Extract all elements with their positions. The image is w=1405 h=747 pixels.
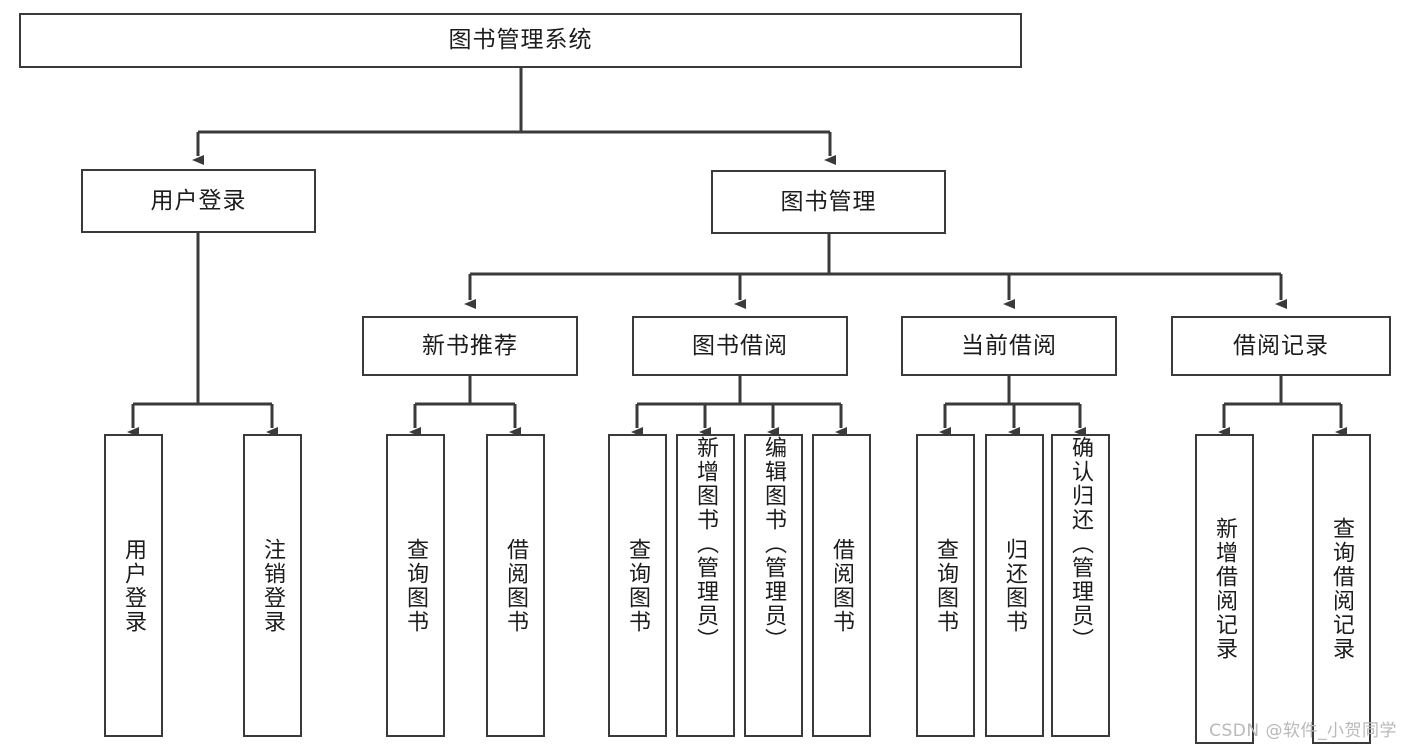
node-label: 确认归还（管理员） [1068,436,1094,652]
node-leaf-add-book[interactable]: 新增图书（管理员） [676,434,735,737]
node-label: 新增图书（管理员） [693,436,719,652]
node-label: 查询图书 [933,537,959,634]
node-leaf-user-login[interactable]: 用户登录 [104,434,163,737]
node-book-management-system[interactable]: 图书管理系统 [19,13,1022,68]
node-leaf-query-book-3[interactable]: 查询图书 [916,434,975,737]
node-user-login[interactable]: 用户登录 [81,169,316,233]
node-label: 图书管理 [780,188,877,215]
node-label: 注销登录 [260,537,286,634]
node-label: 新书推荐 [422,332,518,359]
node-label: 新增借阅记录 [1212,517,1238,661]
node-label: 借阅记录 [1233,332,1329,359]
node-borrow-record[interactable]: 借阅记录 [1171,316,1391,376]
node-label: 用户登录 [150,187,247,214]
csdn-watermark: CSDN @软件_小贺同学 [1209,721,1397,741]
node-leaf-add-borrow-record[interactable]: 新增借阅记录 [1195,434,1254,744]
node-label: 用户登录 [121,537,147,634]
node-label: 当前借阅 [961,332,1057,359]
node-current-borrow[interactable]: 当前借阅 [901,316,1117,376]
node-leaf-borrow-book-1[interactable]: 借阅图书 [486,434,545,737]
node-label: 编辑图书（管理员） [761,436,787,652]
node-label: 归还图书 [1002,537,1028,634]
node-label: 借阅图书 [829,537,855,634]
node-leaf-edit-book[interactable]: 编辑图书（管理员） [744,434,803,737]
node-label: 查询借阅记录 [1329,517,1355,661]
node-leaf-confirm-return[interactable]: 确认归还（管理员） [1051,434,1110,737]
node-leaf-query-borrow-record[interactable]: 查询借阅记录 [1312,434,1371,744]
node-label: 查询图书 [403,537,429,634]
node-label: 借阅图书 [503,537,529,634]
node-book-borrow[interactable]: 图书借阅 [632,316,848,376]
node-label: 图书借阅 [692,332,788,359]
node-label: 查询图书 [625,537,651,634]
node-book-management[interactable]: 图书管理 [711,170,946,234]
node-leaf-query-book-1[interactable]: 查询图书 [386,434,445,737]
node-leaf-borrow-book-2[interactable]: 借阅图书 [812,434,871,737]
node-leaf-logout-login[interactable]: 注销登录 [243,434,302,737]
node-leaf-return-book[interactable]: 归还图书 [985,434,1044,737]
node-leaf-query-book-2[interactable]: 查询图书 [608,434,667,737]
node-new-book-recommend[interactable]: 新书推荐 [362,316,578,376]
node-label: 图书管理系统 [448,27,593,54]
